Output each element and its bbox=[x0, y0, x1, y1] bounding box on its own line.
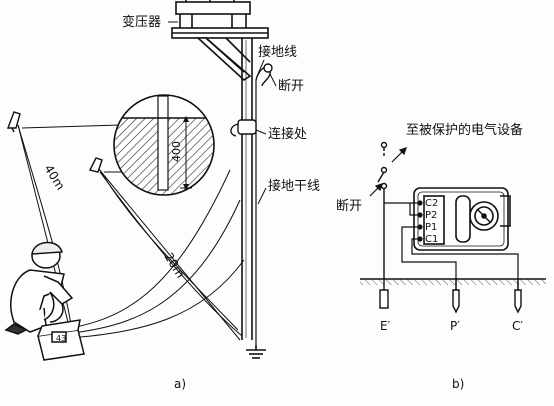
terminal-p1: P1 bbox=[425, 222, 437, 233]
distance-40m-label: 40m bbox=[41, 162, 67, 192]
probe-p bbox=[452, 278, 460, 314]
disconnect-label-b: 断开 bbox=[336, 199, 362, 214]
figure-a: 400 43 变压器 接地线 断开 连接处 bbox=[4, 0, 320, 391]
disconnect-label-a: 断开 bbox=[278, 79, 304, 94]
probe-spike-near bbox=[88, 157, 103, 173]
probe-c bbox=[514, 278, 522, 314]
disconnect-arrow bbox=[369, 183, 383, 197]
ground-resistance-meter bbox=[37, 319, 85, 361]
ground-wire-hook bbox=[255, 63, 273, 87]
terminal-wiring bbox=[384, 200, 519, 290]
connection-leader bbox=[255, 129, 267, 135]
probe-p-label: P′ bbox=[450, 319, 460, 333]
ground-wire-leader bbox=[257, 59, 265, 75]
ground-trunk-leader bbox=[257, 187, 267, 205]
ground-wire-label: 接地线 bbox=[258, 44, 297, 60]
utility-pole bbox=[241, 38, 257, 345]
transformer-structure bbox=[171, 0, 269, 82]
probe-e bbox=[379, 278, 389, 309]
caption-a: a) bbox=[174, 377, 186, 391]
disconnect-switch bbox=[377, 141, 388, 278]
depth-label: 400 bbox=[170, 141, 183, 162]
terminal-c1: C1 bbox=[425, 234, 438, 245]
ground-surface bbox=[360, 278, 546, 285]
connection-label: 连接处 bbox=[268, 126, 307, 142]
meter-device-b bbox=[413, 187, 511, 251]
meter-marking: 43 bbox=[56, 334, 66, 343]
protected-equipment-label: 至被保护的电气设备 bbox=[406, 122, 523, 138]
connection-clamp bbox=[230, 119, 257, 137]
person-operator bbox=[4, 241, 74, 335]
figure-b: C2 P2 P1 C1 bbox=[336, 122, 546, 391]
transformer-label: 变压器 bbox=[122, 14, 161, 30]
protected-arrow bbox=[391, 147, 407, 163]
ground-trunk-label: 接地干线 bbox=[268, 178, 320, 194]
terminal-c2: C2 bbox=[425, 198, 438, 209]
probe-spike-far bbox=[6, 111, 21, 133]
disconnect-leader-a bbox=[269, 73, 277, 87]
probe-c-label: C′ bbox=[512, 319, 523, 333]
terminal-p2: P2 bbox=[425, 210, 437, 221]
ground-symbol bbox=[246, 345, 266, 359]
soil-magnifier bbox=[104, 94, 215, 196]
probe-e-label: E′ bbox=[380, 319, 391, 333]
caption-b: b) bbox=[452, 377, 464, 391]
